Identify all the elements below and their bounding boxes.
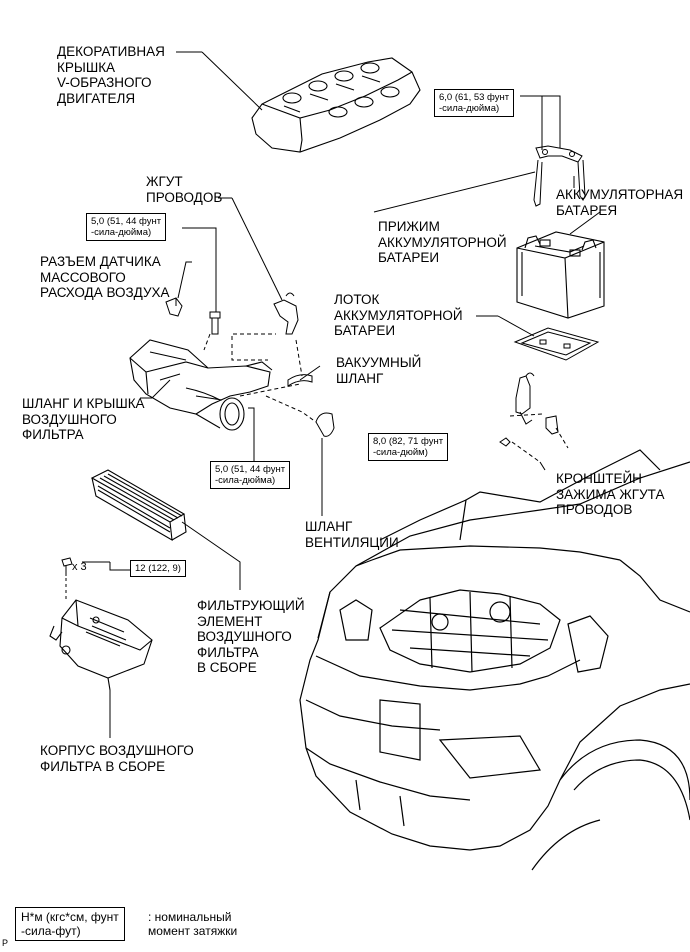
label-vacuum-hose: ВАКУУМНЫЙ ШЛАНГ <box>336 355 422 386</box>
filter-element-drawing <box>90 469 187 542</box>
label-engine-cover: ДЕКОРАТИВНАЯ КРЫШКА V-ОБРАЗНОГО ДВИГАТЕЛ… <box>57 44 165 106</box>
torque-case-bolts: 12 (122, 9) <box>130 560 186 577</box>
air-hose-cap-drawing <box>129 339 273 431</box>
harness-bolt-drawing <box>209 311 221 335</box>
legend-unit-box: Н*м (кгс*см, фунт -сила-фут) <box>15 907 125 941</box>
torque-hose-clamp: 5,0 (51, 44 фунт -сила-дюйма) <box>210 461 291 489</box>
dashed-guides <box>203 333 317 423</box>
maf-connector-drawing <box>165 297 183 317</box>
label-harness-clamp-bracket: КРОНШТЕЙН ЗАЖИМА ЖГУТА ПРОВОДОВ <box>556 471 665 517</box>
vacuum-hose-drawing <box>287 374 313 387</box>
label-wire-harness: ЖГУТ ПРОВОДОВ <box>146 174 223 205</box>
label-ventilation-hose: ШЛАНГ ВЕНТИЛЯЦИИ <box>305 519 399 550</box>
corner-mark: P <box>2 938 9 948</box>
harness-bracket-drawing <box>499 372 559 447</box>
bolt-quantity: x 3 <box>72 561 87 573</box>
label-mass-air-flow-connector: РАЗЪЕМ ДАТЧИКА МАССОВОГО РАСХОДА ВОЗДУХА <box>40 254 170 300</box>
torque-harness-bolt: 5,0 (51, 44 фунт -сила-дюйма) <box>86 213 167 241</box>
torque-bracket-bolt: 8,0 (82, 71 фунт -сила-дюйм) <box>368 433 449 461</box>
case-bolt-drawing <box>61 557 73 576</box>
battery-tray-drawing <box>513 327 600 361</box>
label-air-hose-and-cap: ШЛАНГ И КРЫШКА ВОЗДУШНОГО ФИЛЬТРА <box>22 396 145 442</box>
torque-battery-clamp: 6,0 (61, 53 фунт -сила-дюйма) <box>434 89 515 117</box>
label-battery-clamp: ПРИЖИМ АККУМУЛЯТОРНОЙ БАТАРЕИ <box>378 219 507 265</box>
wire-harness-drawing <box>273 292 299 335</box>
engine-cover-drawing <box>251 57 421 153</box>
battery-clamp-drawing <box>533 145 586 207</box>
label-battery: АККУМУЛЯТОРНАЯ БАТАРЕЯ <box>556 187 684 218</box>
battery-drawing <box>516 231 605 319</box>
ventilation-hose-drawing <box>315 412 335 437</box>
air-cleaner-case-drawing <box>49 599 153 691</box>
legend-description: : номинальный момент затяжки <box>148 910 238 938</box>
label-battery-tray: ЛОТОК АККУМУЛЯТОРНОЙ БАТАРЕИ <box>334 292 463 338</box>
vehicle-drawing <box>299 449 690 871</box>
label-filter-element: ФИЛЬТРУЮЩИЙ ЭЛЕМЕНТ ВОЗДУШНОГО ФИЛЬТРА В… <box>197 598 305 675</box>
label-air-cleaner-case: КОРПУС ВОЗДУШНОГО ФИЛЬТРА В СБОРЕ <box>40 743 194 774</box>
